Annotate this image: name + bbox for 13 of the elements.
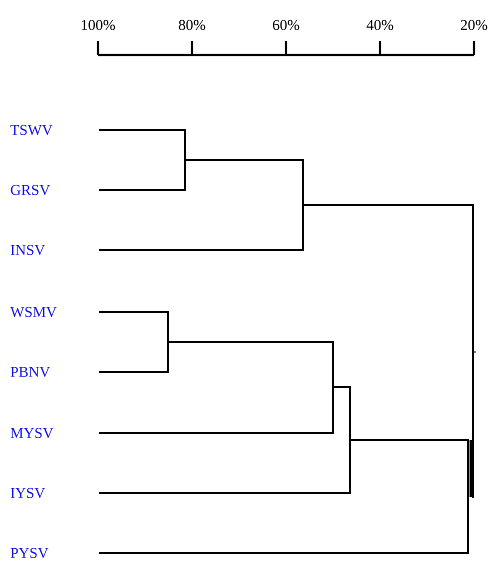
leaf-label: GRSV: [10, 184, 50, 196]
scale-label: 60%: [272, 20, 300, 30]
scale-label: 80%: [178, 20, 206, 30]
leaf-label: MYSV: [10, 428, 54, 438]
leaf-label: TSWV: [10, 124, 53, 136]
leaf-label: PYSV: [10, 548, 48, 558]
leaf-label: IYSV: [10, 488, 46, 498]
leaf-label: INSV: [10, 244, 46, 256]
leaf-label: PBNV: [10, 366, 50, 377]
scale-label: 100%: [82, 20, 115, 30]
scale-label: 20%: [460, 20, 488, 30]
scale-label: 40%: [366, 20, 394, 30]
leaf-label: WSMV: [10, 306, 57, 318]
